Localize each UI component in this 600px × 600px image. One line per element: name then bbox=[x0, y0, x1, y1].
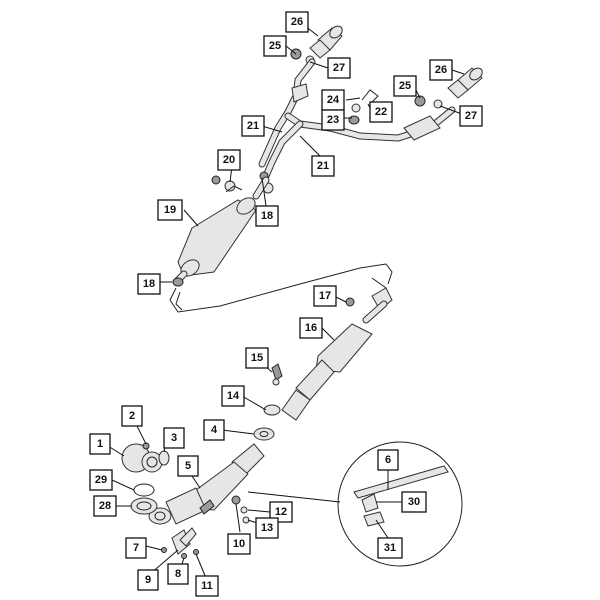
callout-27-left: 27 bbox=[327, 57, 351, 79]
callout-14: 14 bbox=[221, 385, 245, 407]
callout-9: 9 bbox=[137, 569, 159, 591]
svg-text:29: 29 bbox=[95, 474, 107, 486]
svg-text:14: 14 bbox=[227, 390, 240, 402]
svg-text:26: 26 bbox=[435, 64, 447, 76]
callout-22: 22 bbox=[369, 101, 393, 123]
turbo-outlet bbox=[121, 443, 163, 473]
callout-31: 31 bbox=[377, 537, 403, 559]
seal-29 bbox=[133, 483, 155, 497]
svg-text:5: 5 bbox=[185, 460, 191, 472]
svg-text:20: 20 bbox=[223, 154, 235, 166]
svg-text:26: 26 bbox=[291, 16, 303, 28]
bracket-7-9 bbox=[171, 527, 197, 555]
resonator-pipe bbox=[281, 287, 393, 421]
flange-gasket-14 bbox=[263, 404, 281, 416]
callout-27-right: 27 bbox=[459, 105, 483, 127]
callout-20: 20 bbox=[217, 149, 241, 171]
svg-text:3: 3 bbox=[171, 432, 177, 444]
callout-7: 7 bbox=[125, 537, 147, 559]
svg-text:6: 6 bbox=[385, 454, 391, 466]
svg-text:8: 8 bbox=[175, 568, 181, 580]
callout-4: 4 bbox=[203, 419, 225, 441]
svg-text:22: 22 bbox=[375, 106, 387, 118]
callout-24: 24 bbox=[321, 89, 345, 111]
callout-19: 19 bbox=[157, 199, 183, 221]
svg-text:30: 30 bbox=[408, 496, 420, 508]
svg-text:17: 17 bbox=[319, 290, 331, 302]
callout-28: 28 bbox=[93, 495, 117, 517]
gasket-4 bbox=[253, 427, 275, 441]
svg-text:13: 13 bbox=[261, 522, 273, 534]
svg-text:2: 2 bbox=[129, 410, 135, 422]
svg-text:1: 1 bbox=[97, 438, 103, 450]
exhaust-tip-right bbox=[447, 67, 483, 99]
callout-2: 2 bbox=[121, 405, 143, 427]
svg-text:23: 23 bbox=[327, 114, 339, 126]
callout-26-left: 26 bbox=[285, 11, 309, 33]
callout-25-right: 25 bbox=[393, 75, 417, 97]
callout-1: 1 bbox=[89, 433, 111, 455]
callout-15: 15 bbox=[245, 347, 269, 369]
callout-11: 11 bbox=[195, 575, 219, 597]
svg-text:21: 21 bbox=[317, 160, 329, 172]
callout-8: 8 bbox=[167, 563, 189, 585]
sensor-15 bbox=[271, 363, 283, 386]
svg-text:25: 25 bbox=[269, 40, 281, 52]
callout-23: 23 bbox=[321, 109, 345, 131]
callout-16: 16 bbox=[299, 317, 323, 339]
svg-text:10: 10 bbox=[233, 538, 245, 550]
callout-21-upper: 21 bbox=[241, 115, 265, 137]
callout-30: 30 bbox=[401, 491, 427, 513]
callout-29: 29 bbox=[89, 469, 113, 491]
svg-text:12: 12 bbox=[275, 506, 287, 518]
svg-text:18: 18 bbox=[143, 278, 155, 290]
callout-6: 6 bbox=[377, 449, 399, 471]
callout-5: 5 bbox=[177, 455, 199, 477]
exhaust-tip-left bbox=[309, 25, 343, 59]
gasket-3 bbox=[158, 450, 170, 466]
callout-18-upper: 18 bbox=[255, 205, 279, 227]
svg-text:7: 7 bbox=[133, 542, 139, 554]
tailpipe-left bbox=[258, 58, 316, 168]
muffler bbox=[172, 176, 270, 286]
nut-10 bbox=[231, 495, 241, 505]
svg-text:27: 27 bbox=[333, 62, 345, 74]
detail-inset bbox=[247, 441, 463, 567]
callout-10: 10 bbox=[227, 533, 251, 555]
callout-21-lower: 21 bbox=[311, 155, 335, 177]
svg-text:18: 18 bbox=[261, 210, 273, 222]
svg-text:27: 27 bbox=[465, 110, 477, 122]
callout-12: 12 bbox=[269, 501, 293, 523]
svg-text:24: 24 bbox=[327, 94, 340, 106]
callout-25-left: 25 bbox=[263, 35, 287, 57]
svg-text:11: 11 bbox=[201, 580, 213, 592]
v-band-clamp-28 bbox=[130, 497, 158, 515]
catalytic-converter bbox=[148, 443, 265, 525]
callout-13: 13 bbox=[255, 517, 279, 539]
svg-text:15: 15 bbox=[251, 352, 263, 364]
svg-text:4: 4 bbox=[211, 424, 218, 436]
svg-text:16: 16 bbox=[305, 322, 317, 334]
clamp-right-tip bbox=[414, 95, 443, 109]
svg-text:19: 19 bbox=[164, 204, 176, 216]
leader-lines bbox=[107, 21, 465, 579]
bolts-12-13 bbox=[240, 506, 250, 524]
callout-17: 17 bbox=[313, 285, 337, 307]
svg-text:25: 25 bbox=[399, 80, 411, 92]
callout-3: 3 bbox=[163, 427, 185, 449]
svg-text:9: 9 bbox=[145, 574, 151, 586]
svg-text:28: 28 bbox=[99, 500, 111, 512]
callout-18-lower: 18 bbox=[137, 273, 161, 295]
crossover-pipe bbox=[262, 106, 456, 180]
callout-26-right: 26 bbox=[429, 59, 453, 81]
svg-text:31: 31 bbox=[384, 542, 396, 554]
clamp-18-lower bbox=[172, 277, 184, 287]
svg-text:21: 21 bbox=[247, 120, 259, 132]
